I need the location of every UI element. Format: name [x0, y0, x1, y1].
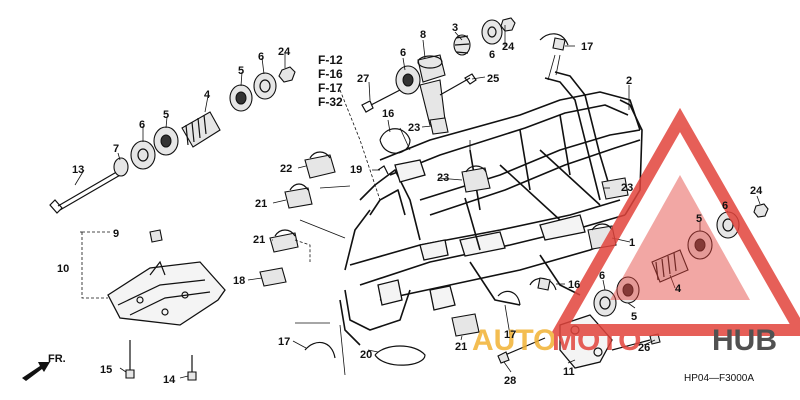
callout-label: 25 — [487, 73, 499, 85]
ref-code: F-16 — [318, 67, 343, 81]
callout-label: 18 — [233, 275, 245, 287]
ref-code: F-12 — [318, 53, 343, 67]
callout-label: 21 — [255, 198, 267, 210]
diagram-code: HP04—F3000A — [684, 373, 754, 384]
callout-label: 10 — [57, 263, 69, 275]
callout-label: 4 — [675, 283, 682, 295]
bracket-assembly-top — [361, 17, 569, 154]
callout-label: 1 — [629, 237, 635, 249]
callout-label: 27 — [357, 73, 369, 85]
watermark-triangle-outer — [549, 107, 800, 336]
callout-label: 2 — [626, 75, 632, 87]
callout-label: 17 — [278, 336, 290, 348]
callout-label: 14 — [163, 374, 176, 386]
callout-label: 23 — [408, 122, 420, 134]
reference-codes: F-12 F-16 F-17 F-32 — [318, 53, 343, 109]
callout-label: 16 — [568, 279, 580, 291]
callout-label: 4 — [204, 89, 211, 101]
callout-label: 21 — [253, 234, 265, 246]
callout-label: 6 — [489, 49, 495, 61]
watermark: AUTO MOTO HUB — [472, 107, 800, 357]
callout-label: 24 — [502, 41, 515, 53]
watermark-triangle-inner — [610, 175, 750, 300]
callout-label: 20 — [360, 349, 372, 361]
front-direction-indicator: FR. — [22, 353, 66, 381]
callout-label: 3 — [452, 22, 458, 34]
callout-label: 23 — [621, 182, 633, 194]
leader-lines — [74, 25, 761, 379]
callout-label: 6 — [258, 51, 264, 63]
callout-label: 17 — [581, 41, 593, 53]
callout-label: 8 — [420, 29, 426, 41]
callout-label: 23 — [437, 172, 449, 184]
callout-label: 5 — [163, 109, 169, 121]
callout-label: 6 — [139, 119, 145, 131]
callout-label: 17 — [504, 329, 516, 341]
skid-plate-assembly — [107, 229, 226, 381]
ref-code: F-17 — [318, 81, 343, 95]
callout-label: 19 — [350, 164, 362, 176]
callout-label: 5 — [696, 213, 702, 225]
callout-label: 16 — [382, 108, 394, 120]
callout-label: 21 — [455, 341, 467, 353]
callout-label: 24 — [278, 46, 291, 58]
frame-assembly — [339, 71, 643, 346]
callout-label: 22 — [280, 163, 292, 175]
callout-label: 5 — [238, 65, 244, 77]
callout-label: 6 — [400, 47, 406, 59]
callout-label: 15 — [100, 364, 112, 376]
arrow-icon — [22, 362, 50, 381]
watermark-text-hub: HUB — [712, 324, 777, 357]
watermark-text-moto: MOTO — [552, 324, 641, 357]
callout-label: 28 — [504, 375, 516, 387]
callout-label: 6 — [722, 200, 728, 212]
callout-label: 24 — [750, 185, 763, 197]
callout-label: 6 — [599, 270, 605, 282]
callout-label: 26 — [638, 342, 650, 354]
callout-label: 7 — [113, 143, 119, 155]
callout-label: 5 — [631, 311, 637, 323]
callout-label: 13 — [72, 164, 84, 176]
shaft-assembly-left — [49, 66, 296, 214]
callout-label: 11 — [563, 366, 575, 378]
clamps-left — [259, 151, 491, 287]
callout-label: 9 — [113, 228, 119, 240]
callout-labels: 2 3 6 24 17 8 6 25 27 16 23 24 6 5 4 5 6… — [57, 22, 763, 387]
watermark-text-auto: AUTO — [472, 324, 556, 357]
front-label: FR. — [48, 353, 66, 365]
ref-code: F-32 — [318, 95, 343, 109]
